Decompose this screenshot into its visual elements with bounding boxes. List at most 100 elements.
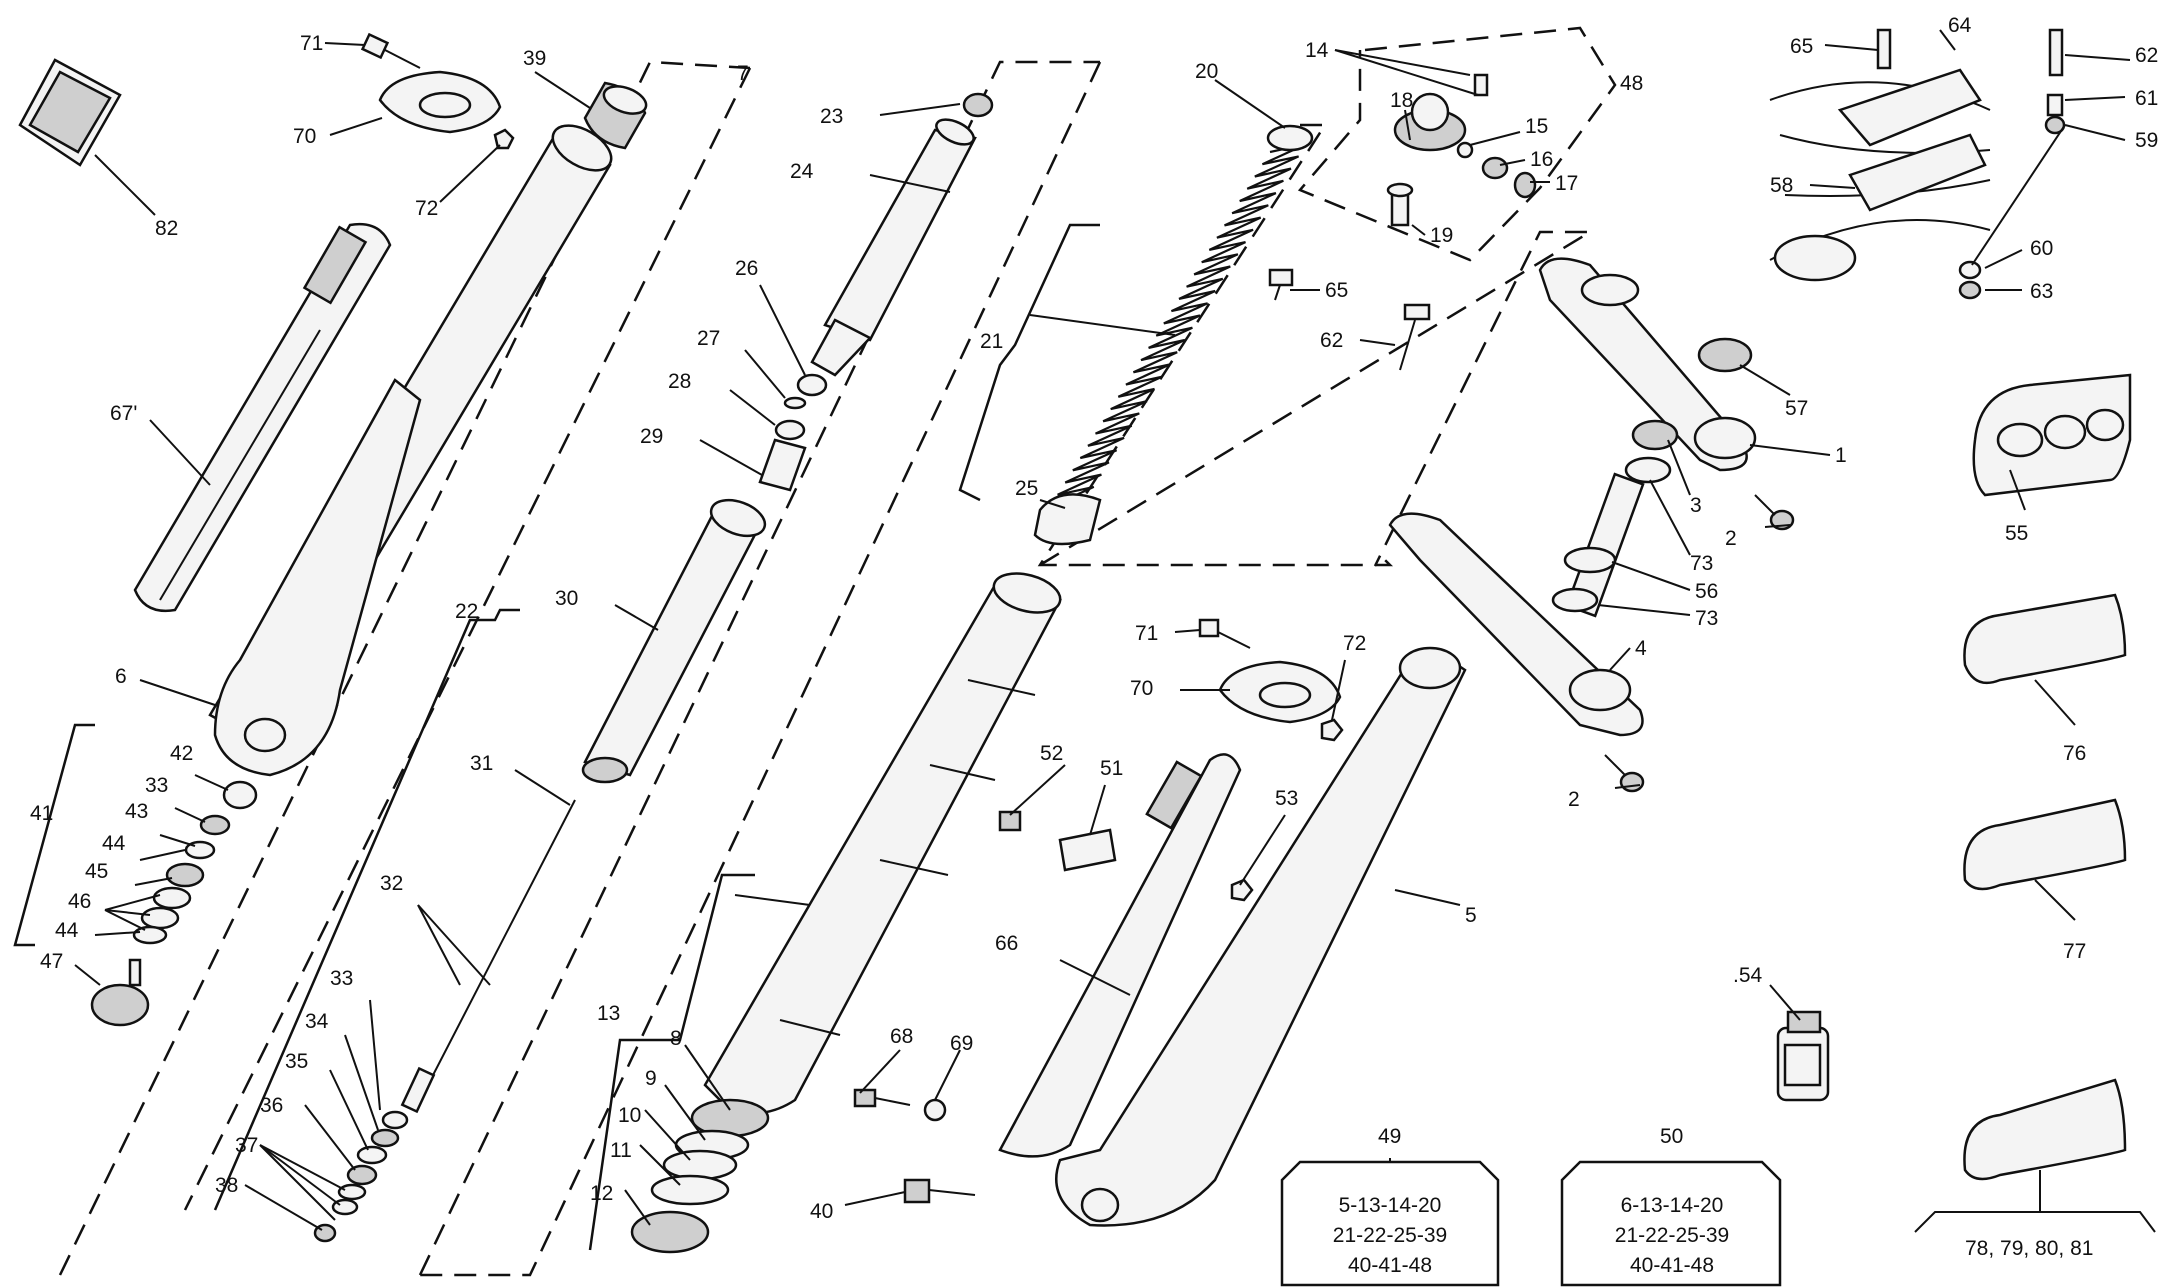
label-71-a: 71	[300, 32, 323, 55]
label-40: 40	[810, 1200, 833, 1223]
label-39: 39	[523, 47, 546, 70]
part-26-cone	[796, 373, 828, 397]
label-25: 25	[1015, 477, 1038, 500]
label-33-b: 33	[330, 967, 353, 990]
label-59: 59	[2135, 129, 2158, 152]
label-70-a: 70	[293, 125, 316, 148]
label-73-a: 73	[1690, 552, 1713, 575]
part-11-bushing	[650, 1174, 730, 1206]
label-32: 32	[380, 872, 403, 895]
label-69: 69	[950, 1032, 973, 1055]
part-58-64-mount-assembly	[1769, 68, 1991, 282]
kit-box-49: 5-13-14-20 21-22-25-39 40-41-48	[1280, 1158, 1500, 1287]
bracket-13	[588, 873, 755, 1251]
part-39-bushing	[583, 81, 648, 150]
assembly-outline-13	[418, 60, 1102, 1277]
label-17: 17	[1555, 172, 1578, 195]
label-41: 41	[30, 802, 53, 825]
label-73-b: 73	[1695, 607, 1718, 630]
label-66: 66	[995, 932, 1018, 955]
label-6: 6	[115, 665, 127, 688]
label-8: 8	[670, 1027, 682, 1050]
part-10-washer	[662, 1149, 738, 1181]
part-68-bolt	[853, 1088, 911, 1108]
label-7: 7	[737, 62, 749, 85]
label-14: 14	[1305, 39, 1329, 62]
label-36: 36	[260, 1094, 283, 1117]
part-28-bush	[774, 419, 806, 441]
part-16-spring	[1481, 156, 1509, 180]
label-48: 48	[1620, 72, 1643, 95]
label-37: 37	[235, 1134, 258, 1157]
part-76-decal	[1963, 593, 2127, 685]
part-35-washer	[356, 1145, 388, 1165]
part-65-bolt-a	[1268, 268, 1294, 301]
label-12: 12	[590, 1182, 613, 1205]
label-62-a: 62	[1320, 329, 1343, 352]
label-19: 19	[1430, 224, 1453, 247]
label-70-b: 70	[1130, 677, 1153, 700]
part-30-cartridge	[581, 498, 767, 784]
part-71-bolt-b	[1198, 618, 1251, 649]
part-18-cap	[1393, 92, 1467, 152]
label-68: 68	[890, 1025, 913, 1048]
label-21: 21	[980, 330, 1003, 353]
label-35: 35	[285, 1050, 308, 1073]
label-31: 31	[470, 752, 493, 775]
part-72-nut-a	[493, 128, 515, 150]
label-72-b: 72	[1343, 632, 1366, 655]
part-43-spacer	[199, 814, 231, 836]
part-13-outer-tube	[703, 572, 1062, 1115]
part-29-sleeve	[758, 438, 807, 492]
part-78-81-decal	[1914, 1078, 2156, 1233]
label-50: 50	[1660, 1125, 1683, 1148]
label-47: 47	[40, 950, 63, 973]
label-4: 4	[1635, 637, 1647, 660]
label-15: 15	[1525, 115, 1548, 138]
label-16: 16	[1530, 148, 1553, 171]
label-30: 30	[555, 587, 578, 610]
part-25-spacer	[1033, 493, 1102, 546]
part-20-spring-seat	[1266, 124, 1314, 152]
part-labels: 71 70 72 82 39 7 67' 6 22 41 42 33 43 44…	[30, 14, 2158, 1260]
part-57-nut	[1697, 337, 1753, 373]
label-2-b: 2	[1568, 788, 1580, 811]
label-20: 20	[1195, 60, 1218, 83]
label-49: 49	[1378, 1125, 1401, 1148]
part-60-washer	[1958, 260, 1982, 280]
part-6-lower-leg	[213, 378, 422, 777]
part-42-cap	[222, 780, 258, 810]
kit-49-line-1: 5-13-14-20	[1339, 1194, 1442, 1217]
label-23: 23	[820, 105, 843, 128]
part-21-spring	[1049, 143, 1307, 508]
part-51-bracket	[1058, 828, 1117, 872]
kit-49-line-3: 40-41-48	[1348, 1254, 1432, 1277]
part-67-cover	[133, 222, 392, 613]
part-55-decal	[1972, 373, 2132, 497]
label-52: 52	[1040, 742, 1063, 765]
assembly-outline-48	[1297, 26, 1617, 262]
kit-49-line-2: 21-22-25-39	[1333, 1224, 1447, 1247]
part-34-ring	[370, 1128, 400, 1148]
label-58: 58	[1770, 174, 1793, 197]
part-15-oring	[1456, 141, 1474, 159]
part-72-nut-b	[1320, 718, 1344, 742]
part-19-valve	[1386, 182, 1414, 227]
label-71-b: 71	[1135, 622, 1158, 645]
label-57: 57	[1785, 397, 1808, 420]
label-13: 13	[597, 1002, 620, 1025]
part-5-lower-leg	[1055, 646, 1467, 1227]
label-18: 18	[1390, 89, 1413, 112]
label-54: .54	[1733, 964, 1763, 987]
assembly-outline-21	[1037, 123, 1595, 567]
part-69-washer	[923, 1098, 947, 1122]
kit-box-50: 6-13-14-20 21-22-25-39 40-41-48	[1560, 1160, 1782, 1287]
label-45: 45	[85, 860, 108, 883]
part-44-oring-b	[132, 925, 168, 945]
part-66-cover	[998, 753, 1242, 1158]
label-28: 28	[668, 370, 691, 393]
label-33-a: 33	[145, 774, 168, 797]
part-31-rod	[400, 799, 576, 1114]
part-12-bushing	[630, 1210, 710, 1254]
label-60: 60	[2030, 237, 2053, 260]
